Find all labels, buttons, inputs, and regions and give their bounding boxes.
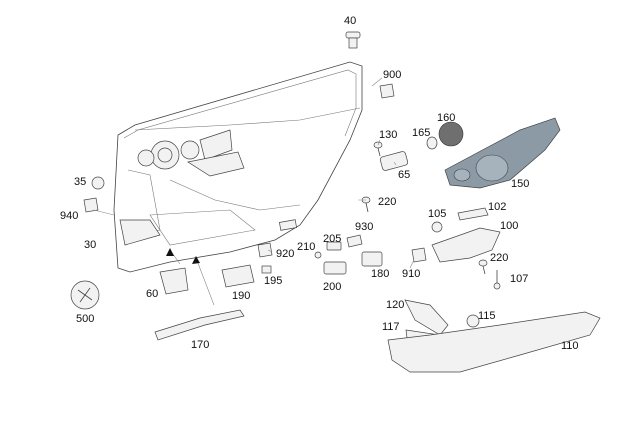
- callout-180: 180: [371, 268, 390, 280]
- part-107: [493, 270, 501, 290]
- callout-930: 930: [355, 221, 374, 233]
- callout-920: 920: [276, 248, 295, 260]
- screw-220-a: [361, 196, 371, 213]
- part-930: [346, 234, 363, 248]
- clip-35: [91, 176, 105, 190]
- callout-60: 60: [146, 288, 159, 300]
- clip-40: [345, 31, 361, 49]
- callout-115: 115: [478, 310, 496, 322]
- cap-160: [438, 121, 464, 147]
- callout-220-b: 220: [490, 252, 509, 264]
- callout-100: 100: [500, 220, 519, 232]
- handle-housing-100: [431, 227, 501, 263]
- part-940: [83, 197, 99, 213]
- part-180: [361, 251, 383, 267]
- callout-165: 165: [412, 127, 431, 139]
- part-190: [221, 264, 255, 288]
- screw-130: [373, 141, 383, 157]
- callout-190: 190: [232, 290, 251, 302]
- armrest-110: [387, 311, 601, 373]
- callout-205: 205: [323, 233, 342, 245]
- trim-panel-150: [444, 117, 561, 189]
- part-900: [379, 83, 395, 99]
- tool-500: [70, 280, 100, 310]
- part-105: [431, 221, 443, 233]
- screw-220-b: [478, 259, 488, 275]
- callout-105: 105: [428, 208, 447, 220]
- callout-150: 150: [511, 178, 530, 190]
- part-165: [426, 136, 438, 150]
- callout-35: 35: [74, 176, 87, 188]
- strip-170: [154, 309, 245, 341]
- callout-200: 200: [323, 281, 342, 293]
- callout-910: 910: [402, 268, 421, 280]
- part-910: [411, 247, 427, 263]
- part-205: [326, 241, 342, 251]
- callout-195: 195: [264, 275, 283, 287]
- callout-40: 40: [344, 15, 357, 27]
- part-102: [457, 207, 489, 221]
- part-200: [323, 261, 347, 275]
- part-195: [261, 265, 272, 274]
- callout-940: 940: [60, 210, 79, 222]
- callout-170: 170: [191, 339, 210, 351]
- callout-117: 117: [382, 321, 400, 333]
- callout-30: 30: [84, 239, 97, 251]
- badge-65: [379, 151, 409, 171]
- callout-102: 102: [488, 201, 507, 213]
- callout-210: 210: [297, 241, 316, 253]
- door-panel-30: [113, 61, 363, 273]
- callout-120: 120: [386, 299, 405, 311]
- part-210: [314, 251, 322, 259]
- callout-220-a: 220: [378, 196, 397, 208]
- callout-130: 130: [379, 129, 398, 141]
- callout-110: 110: [561, 340, 579, 352]
- callout-500: 500: [76, 313, 95, 325]
- part-120: [404, 299, 449, 336]
- callout-65: 65: [398, 169, 411, 181]
- part-60: [159, 267, 189, 295]
- callout-160: 160: [437, 112, 456, 124]
- callout-900: 900: [383, 69, 402, 81]
- part-920: [257, 242, 273, 258]
- callout-107: 107: [510, 273, 529, 285]
- part-115: [466, 314, 480, 328]
